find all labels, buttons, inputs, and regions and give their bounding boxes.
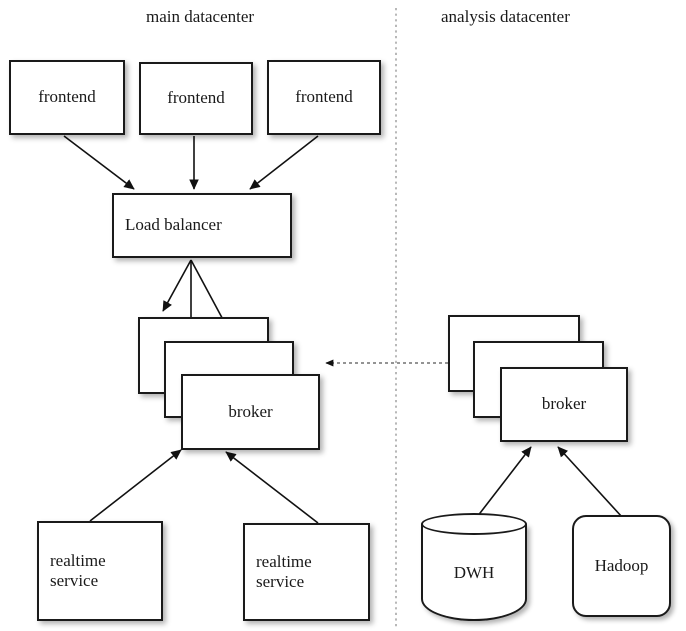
analysis-datacenter-title: analysis datacenter: [441, 7, 570, 26]
node-hadoop[interactable]: Hadoop: [572, 515, 671, 617]
node-dwh[interactable]: DWH: [421, 513, 527, 621]
edge-hadoop-to-analysis-broker: [557, 446, 623, 518]
node-frontend-1[interactable]: frontend: [9, 60, 125, 135]
node-broker-main-front[interactable]: broker: [181, 374, 320, 450]
edge-dwh-to-analysis-broker: [476, 446, 532, 518]
node-realtime-service-2[interactable]: realtime service: [243, 523, 370, 621]
node-frontend-1-label: frontend: [38, 87, 96, 107]
edge-frontend3-to-loadbalancer: [249, 135, 319, 190]
node-frontend-3-label: frontend: [295, 87, 353, 107]
node-frontend-3[interactable]: frontend: [267, 60, 381, 135]
node-broker-analysis-front[interactable]: broker: [500, 367, 628, 442]
dwh-cylinder-body: [421, 524, 527, 621]
edge-frontend1-to-loadbalancer: [63, 135, 135, 190]
edge-loadbalancer-to-broker-back: [162, 259, 192, 312]
node-broker-main-label: broker: [228, 401, 273, 421]
node-realtime-service-1[interactable]: realtime service: [37, 521, 163, 621]
dwh-cylinder-top: [421, 513, 527, 535]
node-load-balancer[interactable]: Load balancer: [112, 193, 292, 258]
node-hadoop-label: Hadoop: [594, 555, 649, 575]
node-frontend-2[interactable]: frontend: [139, 62, 253, 135]
node-broker-analysis-label: broker: [541, 394, 587, 414]
node-realtime-service-2-label: realtime service: [256, 551, 312, 591]
edge-realtime1-to-broker: [89, 449, 182, 522]
node-realtime-service-1-label: realtime service: [50, 550, 106, 590]
node-load-balancer-label: Load balancer: [125, 215, 222, 235]
node-dwh-label: DWH: [453, 563, 495, 582]
main-datacenter-title: main datacenter: [146, 7, 255, 26]
edge-realtime2-to-broker: [225, 451, 319, 524]
node-frontend-2-label: frontend: [167, 88, 225, 108]
